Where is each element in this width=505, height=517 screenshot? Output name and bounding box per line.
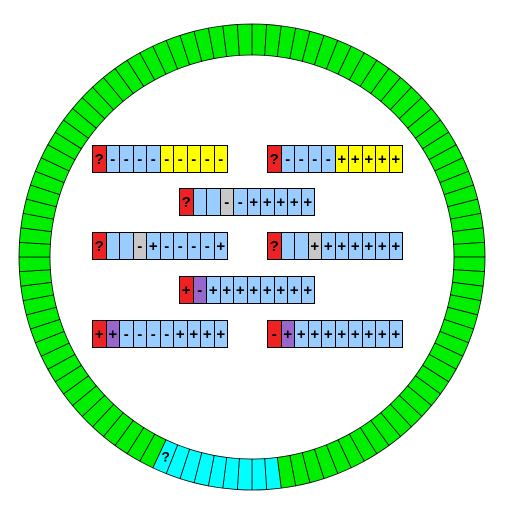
sequence-cell: +	[388, 320, 403, 348]
sequence-cell: +	[287, 188, 302, 216]
ring-segment	[18, 256, 51, 273]
sequence-cell: -	[159, 320, 174, 348]
sequence-cell	[105, 232, 120, 260]
sequence-cell: -	[280, 145, 295, 173]
sequence-cell: +	[300, 276, 315, 304]
sequence-cell: -	[200, 232, 215, 260]
ring-segment-highlight	[236, 458, 253, 491]
sequence-cell: +	[246, 276, 261, 304]
sequence-cell: +	[361, 145, 376, 173]
sequence-cell: ?	[92, 232, 107, 260]
sequence-cell: +	[280, 320, 295, 348]
sequence-cell: +	[348, 320, 363, 348]
sequence-cell: +	[375, 232, 390, 260]
sequence-cell: -	[233, 188, 248, 216]
sequence-cell: -	[307, 145, 322, 173]
sequence-cell: -	[213, 145, 228, 173]
sequence-cell: +	[246, 188, 261, 216]
sequence-cell: -	[173, 145, 188, 173]
ring-segment	[18, 241, 51, 258]
sequence-cell: -	[132, 232, 147, 260]
ring-segment-highlight	[251, 458, 268, 491]
ring-segment	[453, 256, 486, 273]
sequence-cell	[192, 188, 207, 216]
sequence-cell: -	[119, 145, 134, 173]
sequence-cell: -	[132, 320, 147, 348]
sequence-cell: +	[105, 320, 120, 348]
sequence-cell: +	[213, 232, 228, 260]
sequence-cell: +	[334, 145, 349, 173]
ring-segments	[18, 23, 486, 491]
sequence-row-3: ?--+++++	[179, 188, 315, 216]
sequence-cell: +	[361, 320, 376, 348]
sequence-cell: +	[233, 276, 248, 304]
sequence-cell: -	[146, 145, 161, 173]
sequence-cell: -	[159, 232, 174, 260]
sequence-cell: +	[260, 188, 275, 216]
sequence-cell: +	[206, 276, 221, 304]
sequence-row-4: ?-+----+	[92, 232, 228, 260]
sequence-cell: +	[186, 320, 201, 348]
sequence-cell: +	[173, 320, 188, 348]
ring-marker-label: ?	[161, 449, 170, 465]
sequence-cell: ?	[267, 145, 282, 173]
sequence-row-7: ++----++++	[92, 320, 228, 348]
sequence-cell: -	[159, 145, 174, 173]
sequence-cell: +	[321, 320, 336, 348]
sequence-row-2: ?----+++++	[267, 145, 403, 173]
sequence-cell: +	[321, 232, 336, 260]
sequence-cell: ?	[267, 232, 282, 260]
sequence-cell: -	[186, 145, 201, 173]
sequence-cell: -	[267, 320, 282, 348]
sequence-cell: ?	[92, 145, 107, 173]
ring-segment	[236, 23, 253, 56]
sequence-cell: ?	[179, 188, 194, 216]
ring-segment	[251, 23, 268, 56]
sequence-cell: +	[388, 145, 403, 173]
sequence-cell: +	[361, 232, 376, 260]
sequence-cell: +	[200, 320, 215, 348]
sequence-cell: -	[294, 145, 309, 173]
sequence-cell	[294, 232, 309, 260]
sequence-cell: +	[307, 232, 322, 260]
ring-segment	[453, 241, 486, 258]
sequence-cell: +	[273, 188, 288, 216]
sequence-cell: +	[260, 276, 275, 304]
sequence-row-1: ?---------	[92, 145, 228, 173]
sequence-cell	[280, 232, 295, 260]
sequence-cell: +	[348, 232, 363, 260]
sequence-cell	[119, 232, 134, 260]
sequence-cell: -	[219, 188, 234, 216]
sequence-row-8: -+++++++++	[267, 320, 403, 348]
sequence-cell: +	[334, 232, 349, 260]
sequence-cell: +	[92, 320, 107, 348]
sequence-cell: +	[213, 320, 228, 348]
sequence-cell: +	[375, 320, 390, 348]
sequence-cell: -	[186, 232, 201, 260]
sequence-cell: -	[119, 320, 134, 348]
sequence-cell: +	[294, 320, 309, 348]
sequence-cell: -	[200, 145, 215, 173]
sequence-cell: -	[146, 320, 161, 348]
sequence-cell: +	[348, 145, 363, 173]
sequence-cell: +	[300, 188, 315, 216]
sequence-cell: +	[375, 145, 390, 173]
sequence-cell: -	[105, 145, 120, 173]
sequence-cell: +	[219, 276, 234, 304]
sequence-cell: +	[179, 276, 194, 304]
sequence-cell: +	[146, 232, 161, 260]
sequence-cell: +	[334, 320, 349, 348]
sequence-cell: +	[388, 232, 403, 260]
sequence-cell: +	[287, 276, 302, 304]
sequence-cell	[206, 188, 221, 216]
sequence-cell: -	[132, 145, 147, 173]
sequence-cell: -	[173, 232, 188, 260]
sequence-cell: +	[307, 320, 322, 348]
sequence-cell: -	[321, 145, 336, 173]
sequence-cell: -	[192, 276, 207, 304]
sequence-row-6: +-++++++++	[179, 276, 315, 304]
sequence-row-5: ?+++++++	[267, 232, 403, 260]
sequence-cell: +	[273, 276, 288, 304]
